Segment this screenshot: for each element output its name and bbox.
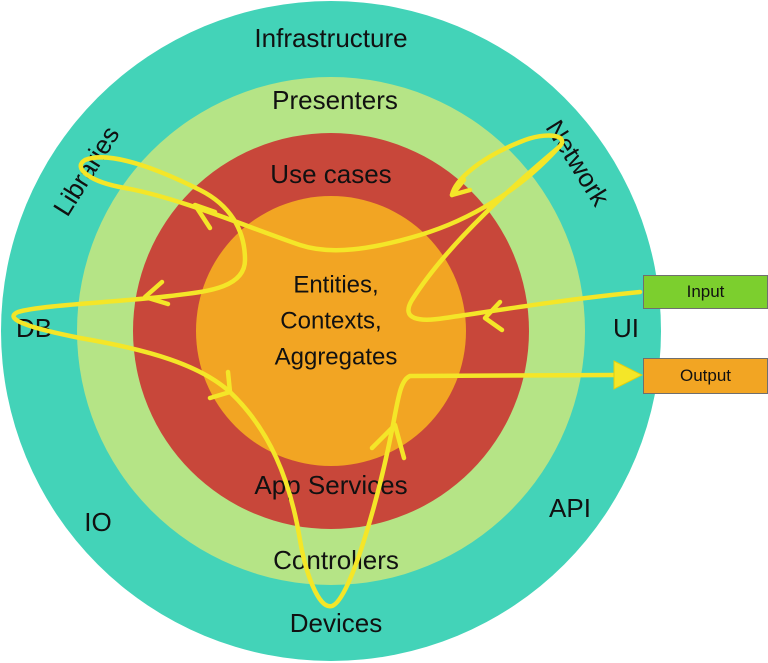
outer-label-ui: UI — [613, 313, 639, 343]
entities-label-line1: Entities, — [293, 271, 378, 298]
arrowhead-icon — [192, 202, 218, 231]
arrowhead-icon — [449, 177, 473, 198]
entities-label-line2: Contexts, — [280, 307, 381, 334]
output-box-label: Output — [679, 366, 732, 385]
arrowhead-icon — [207, 369, 233, 401]
ring-label-controllers: Controllers — [273, 545, 399, 575]
ring-label-app-services: App Services — [254, 470, 407, 500]
arrowhead-icon — [369, 422, 407, 461]
ring-label-presenters: Presenters — [272, 85, 398, 115]
input-box: Input — [643, 275, 768, 309]
outer-label-api: API — [549, 493, 591, 523]
entities-label-line3: Aggregates — [275, 343, 398, 370]
flow-path — [11, 133, 643, 609]
ring-label-use-cases: Use cases — [270, 159, 391, 189]
output-arrowhead-icon — [613, 360, 644, 390]
arrowhead-icon — [482, 299, 505, 333]
output-box: Output — [643, 358, 768, 394]
ring-label-devices: Devices — [290, 608, 382, 638]
ring-label-infrastructure: Infrastructure — [254, 23, 407, 53]
input-box-label: Input — [686, 282, 725, 301]
arrowhead-icon — [142, 279, 171, 307]
flow-path-line — [11, 133, 643, 609]
outer-label-io: IO — [84, 507, 111, 537]
